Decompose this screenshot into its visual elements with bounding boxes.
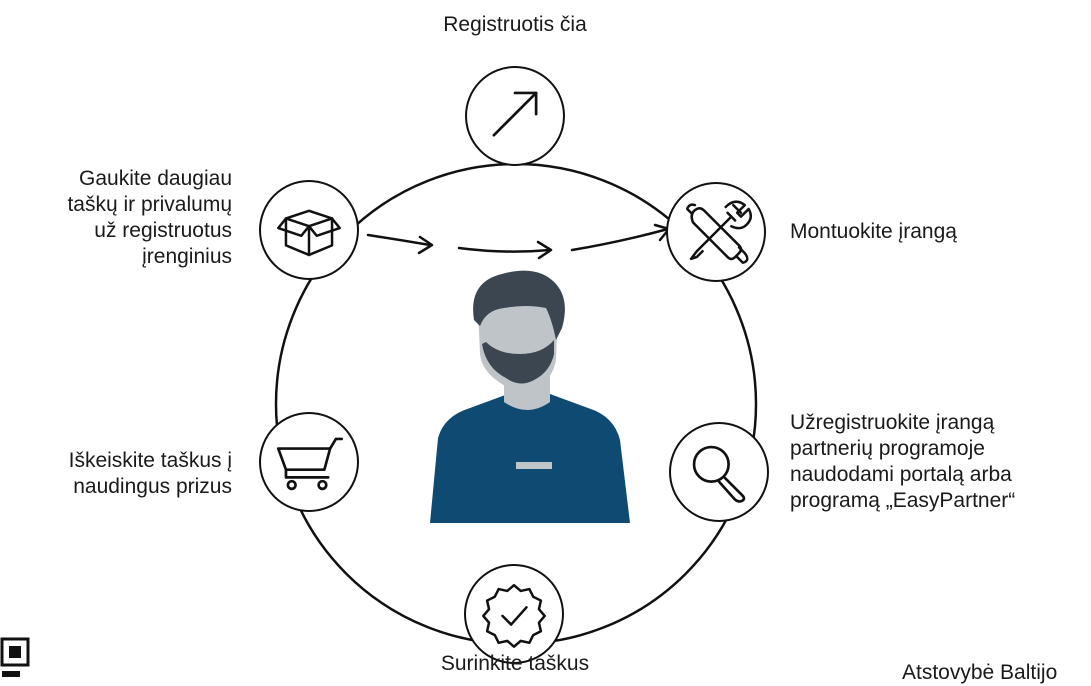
node-register [465, 66, 565, 166]
badge-check-icon [482, 583, 546, 648]
label-register-equipment: Užregistruokite įrangą partnerių program… [790, 411, 1016, 512]
node-redeem [259, 412, 359, 512]
tools-icon [685, 200, 753, 264]
magnifier-icon [692, 445, 746, 503]
flow-arrow-3 [570, 227, 670, 252]
node-collect [464, 564, 564, 664]
footer-representative: Atstovybė Baltijo [902, 661, 1058, 684]
technician-illustration [430, 270, 630, 523]
label-more-points: Gaukite daugiau taškų ir privalumų už re… [67, 167, 232, 268]
label-register: Registruotis čia [443, 13, 587, 36]
node-more-points [259, 180, 359, 280]
node-register-equipment [669, 422, 769, 522]
arrow-up-right-icon [492, 91, 538, 137]
label-install: Montuokite įrangą [790, 220, 957, 243]
box-icon [277, 209, 341, 257]
qr-code-icon [0, 637, 30, 677]
flow-arrow-1 [366, 233, 432, 247]
shopping-cart-icon [276, 437, 343, 491]
label-redeem: Iškeiskite taškus į naudingus prizus [68, 449, 232, 498]
flow-arrows [366, 223, 671, 260]
node-install [666, 182, 766, 282]
flow-arrow-2 [457, 246, 552, 253]
label-collect: Surinkite taškus [440, 652, 590, 675]
